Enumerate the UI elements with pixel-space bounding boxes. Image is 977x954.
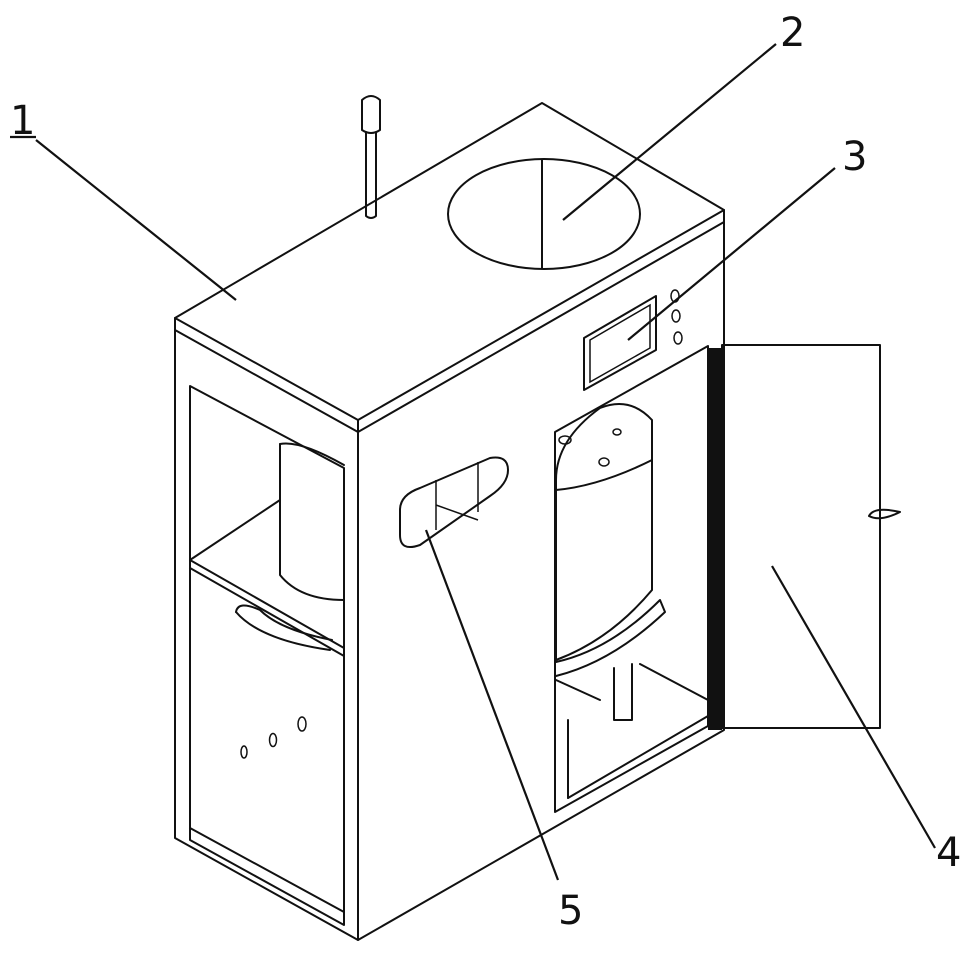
cabinet-body xyxy=(174,102,725,941)
leader-lines xyxy=(35,43,936,881)
side-window xyxy=(399,456,509,548)
label-4: 4 xyxy=(936,830,961,876)
reference-labels: 1 2 3 4 5 xyxy=(10,10,961,934)
leader-1 xyxy=(35,139,237,301)
leader-2 xyxy=(562,43,777,221)
rod-post xyxy=(361,95,381,219)
label-5: 5 xyxy=(558,888,583,934)
access-door xyxy=(708,344,901,730)
left-side-panel xyxy=(174,329,359,941)
front-opening xyxy=(554,345,709,813)
door-hinge xyxy=(708,348,722,730)
leader-3 xyxy=(627,167,836,341)
motor-cylinder xyxy=(555,403,653,661)
control-button xyxy=(673,331,683,345)
leader-5 xyxy=(424,529,560,881)
label-2: 2 xyxy=(780,10,805,56)
left-opening xyxy=(189,385,345,926)
label-3: 3 xyxy=(842,134,867,180)
control-button xyxy=(671,309,681,323)
front-panel xyxy=(357,221,725,941)
top-panel xyxy=(174,102,725,421)
control-panel xyxy=(583,289,683,391)
display-screen xyxy=(583,295,657,391)
top-hopper-opening xyxy=(447,158,641,270)
vent-hole xyxy=(297,716,307,732)
door-handle xyxy=(868,508,901,520)
vent-hole xyxy=(240,745,248,759)
leader-4 xyxy=(771,565,936,849)
vent-hole xyxy=(268,732,278,748)
